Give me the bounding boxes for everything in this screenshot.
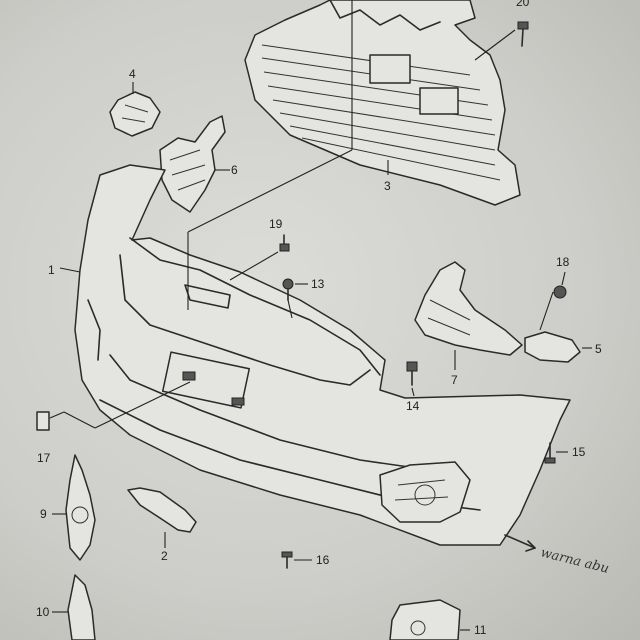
bracket-part-4	[109, 91, 161, 137]
bolt-part-19	[279, 234, 290, 252]
callout-9: 9	[40, 507, 47, 521]
handwritten-note: warna abu	[539, 545, 610, 576]
callout-17: 17	[37, 451, 51, 465]
cover-part-2	[127, 487, 197, 533]
callout-18: 18	[556, 255, 570, 269]
callout-16: 16	[316, 553, 330, 567]
callout-4: 4	[129, 67, 136, 81]
bracket-part-5	[524, 331, 581, 363]
bolt-part-14	[406, 361, 418, 386]
bracket-part-7	[414, 261, 523, 356]
callout-14: 14	[406, 399, 420, 413]
callout-3: 3	[384, 179, 391, 193]
callout-6: 6	[231, 163, 238, 177]
fog-cover-part-11	[389, 599, 461, 640]
bracket-part-6	[159, 115, 226, 213]
callout-1: 1	[48, 263, 55, 277]
screw-part-16	[281, 551, 293, 569]
clip-part-18	[553, 285, 567, 299]
callout-15: 15	[572, 445, 586, 459]
callout-10: 10	[36, 605, 50, 619]
callout-11: 11	[474, 623, 487, 637]
grille-part-3	[244, 0, 521, 206]
bolt-part-20	[517, 21, 529, 47]
callout-20: 20	[516, 0, 530, 9]
callout-2: 2	[161, 549, 168, 563]
callout-19: 19	[269, 217, 283, 231]
fog-cover-part-9	[65, 454, 96, 561]
callout-5: 5	[595, 342, 602, 356]
bumper-cover-part-1	[74, 164, 571, 546]
fog-cover-part-10	[67, 574, 96, 640]
callout-7: 7	[451, 373, 458, 387]
screw-part-15	[544, 442, 556, 464]
clip-part-17	[36, 411, 50, 431]
clip-part-13	[282, 278, 294, 301]
callout-13: 13	[311, 277, 325, 291]
